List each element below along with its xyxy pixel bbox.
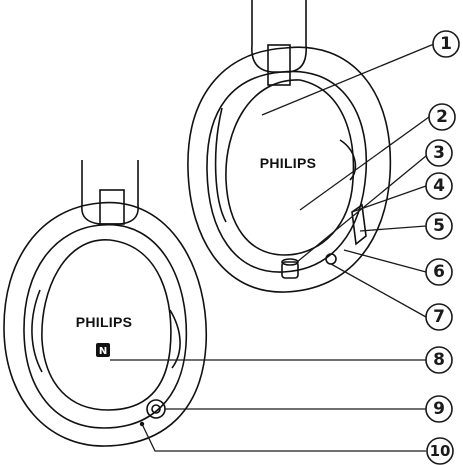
callout-line-7 (330, 263, 427, 318)
nfc-icon (96, 343, 110, 357)
callout-badge-10: 10 (426, 437, 454, 465)
callout-line-10 (141, 423, 426, 452)
callout-badge-3: 3 (425, 139, 453, 167)
callout-number-6: 6 (433, 262, 445, 282)
callout-badge-2: 2 (428, 103, 456, 131)
callout-number-9: 9 (433, 399, 445, 419)
callout-badge-9: 9 (425, 395, 453, 423)
left-power-button-inner (151, 404, 161, 414)
right-cup-plate (225, 79, 355, 256)
left-brand-logo: PHILIPS (76, 314, 133, 330)
left-power-button-outer (146, 399, 166, 419)
right-earcup: PHILIPS (187, 0, 392, 293)
right-inner-cushion (206, 70, 368, 273)
left-outer-cushion (3, 201, 208, 447)
callout-lines (110, 43, 435, 452)
right-headband (251, 0, 307, 73)
callout-line-1 (261, 43, 435, 116)
left-headband-slider (99, 189, 125, 225)
callout-number-10: 10 (430, 442, 451, 460)
callout-line-4 (351, 185, 427, 213)
callout-number-7: 7 (433, 307, 445, 327)
callout-line-2 (299, 116, 430, 211)
right-outer-cushion (187, 46, 392, 293)
nfc-symbol: N (99, 346, 107, 357)
callout-number-4: 4 (433, 176, 445, 196)
callout-badges: 1 2 3 4 5 6 7 8 9 10 (425, 30, 460, 465)
callout-badge-5: 5 (425, 212, 453, 240)
callout-number-3: 3 (433, 143, 445, 163)
right-side-button (325, 253, 337, 265)
left-cup-plate (41, 239, 172, 411)
callout-badge-1: 1 (432, 30, 460, 58)
left-headband (81, 160, 139, 225)
right-brand-logo: PHILIPS (260, 155, 317, 171)
callout-line-5 (359, 225, 427, 232)
callout-badge-4: 4 (425, 172, 453, 200)
left-inner-cushion (23, 224, 188, 429)
callout-badge-6: 6 (425, 258, 453, 286)
right-earpad-shape (214, 107, 357, 223)
right-side-switch (351, 203, 367, 246)
callout-badge-8: 8 (425, 346, 453, 374)
callout-number-1: 1 (440, 34, 452, 54)
left-earcup: PHILIPS N (3, 160, 208, 447)
callout-number-8: 8 (433, 350, 445, 370)
callout-line-6 (343, 249, 427, 273)
right-headband-slider (267, 44, 291, 86)
callout-number-5: 5 (433, 216, 445, 236)
left-earpad-shape (31, 289, 181, 373)
right-mic-cylinder (281, 261, 299, 279)
callout-badge-7: 7 (425, 303, 453, 331)
callout-number-2: 2 (436, 107, 448, 127)
